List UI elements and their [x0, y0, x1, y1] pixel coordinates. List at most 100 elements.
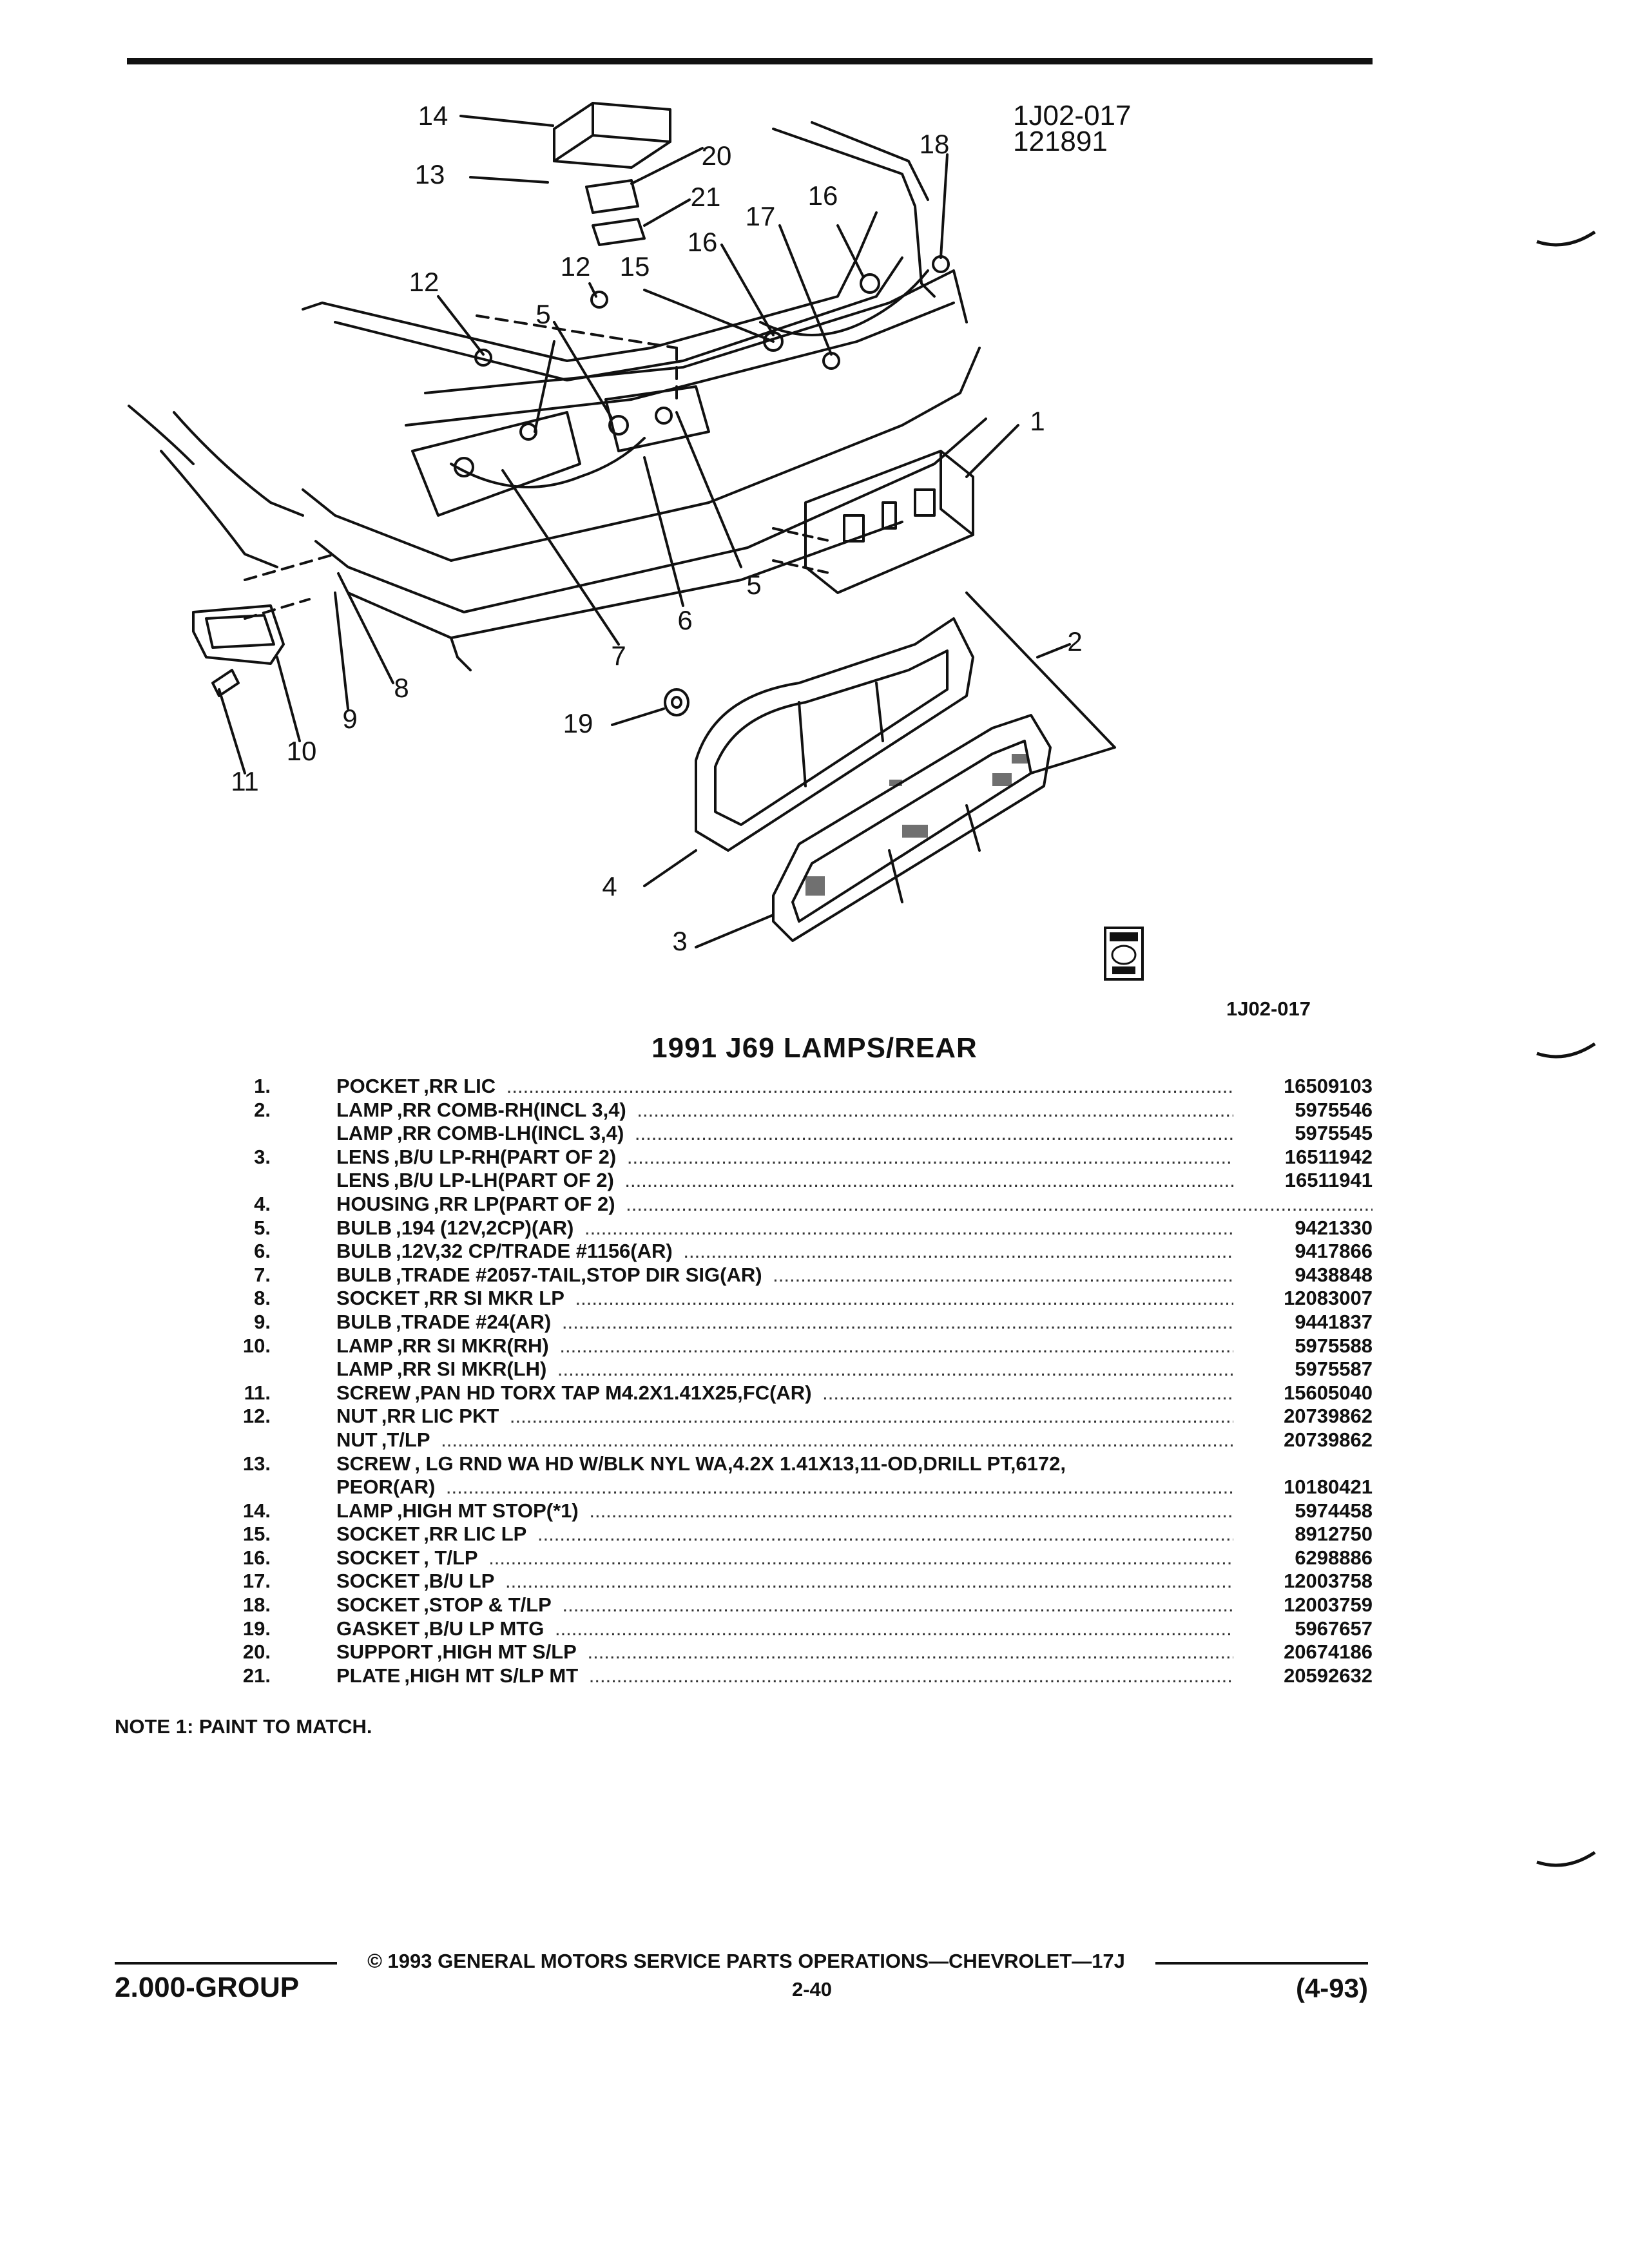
parts-row: 19.2.660GASKET,B/U LP MTG5967657 — [97, 1617, 1373, 1641]
part-name: SCREW — [336, 1452, 411, 1475]
part-number: 5967657 — [1233, 1617, 1373, 1640]
svg-text:11: 11 — [231, 766, 259, 796]
svg-text:17: 17 — [746, 201, 776, 231]
part-description: LAMP,RR COMB-LH(INCL 3,4) — [336, 1122, 1373, 1145]
part-name: NUT — [336, 1405, 378, 1428]
part-name: LAMP — [336, 1098, 393, 1121]
footer-copyright: © 1993 GENERAL MOTORS SERVICE PARTS OPER… — [367, 1950, 1125, 1972]
item-number: 1. — [254, 1075, 271, 1097]
parts-list: 1.7.800POCKET,RR LIC165091032.2.679LAMP,… — [97, 1075, 1373, 1687]
part-number: 16509103 — [1233, 1075, 1373, 1098]
item-number: 4. — [254, 1192, 271, 1215]
part-detail: ,T/LP — [377, 1428, 436, 1451]
part-number: 16511942 — [1233, 1145, 1373, 1169]
parts-row: PEOR(AR) 10180421 — [97, 1475, 1373, 1499]
part-detail: ,TRADE #2057-TAIL,STOP DIR SIG(AR) — [392, 1263, 767, 1286]
parts-row: 21.2.662PLATE,HIGH MT S/LP MT20592632 — [97, 1664, 1373, 1688]
part-number: 5974458 — [1233, 1499, 1373, 1523]
part-description: LAMP,RR COMB-RH(INCL 3,4) — [336, 1098, 1373, 1122]
part-detail: ,12V,32 CP/TRADE #1156(AR) — [392, 1240, 678, 1263]
part-number: 16511941 — [1233, 1169, 1373, 1193]
svg-text:19: 19 — [563, 708, 593, 738]
part-description: SUPPORT,HIGH MT S/LP — [336, 1640, 1373, 1664]
figure-date-code: 121891 — [1013, 126, 1108, 157]
top-rule — [127, 58, 1373, 64]
parts-row: 2.575LAMP,RR SI MKR(LH)5975587 — [97, 1358, 1373, 1381]
parts-row: 10.2.575LAMP,RR SI MKR(RH)5975588 — [97, 1334, 1373, 1358]
part-description: PEOR(AR) — [336, 1475, 1373, 1499]
part-name: SOCKET — [336, 1570, 420, 1593]
svg-text:18: 18 — [920, 129, 950, 159]
part-detail: ,PAN HD TORX TAP M4.2X1.41X25,FC(AR) — [410, 1381, 817, 1404]
part-detail: ,RR COMB-RH(INCL 3,4) — [392, 1098, 631, 1121]
part-name: POCKET — [336, 1075, 420, 1097]
item-number: 3. — [254, 1145, 271, 1168]
item-number: 20. — [242, 1640, 271, 1664]
part-description: LAMP,RR SI MKR(RH) — [336, 1334, 1373, 1358]
svg-text:13: 13 — [415, 159, 445, 189]
part-name: BULB — [336, 1240, 392, 1263]
part-number: 20739862 — [1233, 1428, 1373, 1452]
parts-row: 3.2.682LENS,B/U LP-RH(PART OF 2)16511942 — [97, 1145, 1373, 1169]
part-number: 12083007 — [1233, 1287, 1373, 1311]
item-number: 6. — [254, 1240, 271, 1263]
parts-row: 17.2.697SOCKET,B/U LP12003758 — [97, 1570, 1373, 1593]
part-number: 9441837 — [1233, 1310, 1373, 1334]
part-description: BULB,TRADE #2057-TAIL,STOP DIR SIG(AR) — [336, 1263, 1373, 1287]
item-number: 17. — [242, 1570, 271, 1593]
part-number: 5975546 — [1233, 1098, 1373, 1122]
svg-text:15: 15 — [620, 251, 650, 282]
part-number: 20592632 — [1233, 1664, 1373, 1687]
svg-text:4: 4 — [602, 871, 617, 901]
part-detail: ,RR LP(PART OF 2) — [429, 1192, 621, 1215]
part-detail: ,STOP & T/LP — [419, 1593, 557, 1617]
part-description: HOUSING,RR LP(PART OF 2) — [336, 1192, 1373, 1216]
item-number: 10. — [242, 1334, 271, 1357]
part-number: 10180421 — [1233, 1475, 1373, 1499]
parts-row: 18.2.694SOCKET,STOP & T/LP12003759 — [97, 1593, 1373, 1617]
part-detail: ,194 (12V,2CP)(AR) — [392, 1216, 579, 1239]
svg-text:21: 21 — [691, 182, 721, 212]
footer-date: (4-93) — [1295, 1973, 1368, 2003]
part-description: BULB,12V,32 CP/TRADE #1156(AR) — [336, 1240, 1373, 1263]
part-description: LAMP,HIGH MT STOP(*1) — [336, 1499, 1373, 1523]
item-number: 19. — [242, 1617, 271, 1640]
part-number: 20674186 — [1233, 1640, 1373, 1664]
item-number: 21. — [242, 1664, 271, 1687]
part-name: BULB — [336, 1263, 392, 1286]
parts-row: 8.2.575SOCKET,RR SI MKR LP12083007 — [97, 1287, 1373, 1311]
part-detail: , T/LP — [419, 1546, 483, 1569]
parts-row: 5.8.991BULB,194 (12V,2CP)(AR)9421330 — [97, 1216, 1373, 1240]
parts-row: 7.8.991BULB,TRADE #2057-TAIL,STOP DIR SI… — [97, 1263, 1373, 1287]
item-number: 16. — [242, 1546, 271, 1569]
svg-text:7: 7 — [611, 640, 626, 671]
part-name: SCREW — [336, 1381, 411, 1404]
part-description: LAMP,RR SI MKR(LH) — [336, 1358, 1373, 1381]
part-name: HOUSING — [336, 1192, 430, 1215]
part-number: 9438848 — [1233, 1263, 1373, 1287]
part-description: BULB,194 (12V,2CP)(AR) — [336, 1216, 1373, 1240]
svg-text:16: 16 — [808, 180, 838, 211]
part-name: SOCKET — [336, 1546, 420, 1569]
part-detail: ,HIGH MT S/LP — [432, 1640, 582, 1664]
part-name: SUPPORT — [336, 1640, 433, 1664]
figure-id: 1J02-017 — [1013, 100, 1132, 131]
svg-text:6: 6 — [677, 605, 692, 635]
part-name: BULB — [336, 1216, 392, 1239]
item-number: 2. — [254, 1098, 271, 1121]
footer-page-number: 2-40 — [791, 1978, 833, 2001]
part-detail: ,RR COMB-LH(INCL 3,4) — [392, 1122, 630, 1145]
part-detail: ,B/U LP-LH(PART OF 2) — [389, 1169, 619, 1192]
part-detail: ,TRADE #24(AR) — [392, 1310, 557, 1333]
parts-row: 11.8.977SCREW,PAN HD TORX TAP M4.2X1.41X… — [97, 1381, 1373, 1405]
item-number: 8. — [254, 1287, 271, 1310]
part-detail: ,B/U LP — [419, 1570, 500, 1593]
part-detail: PEOR(AR) — [336, 1475, 441, 1499]
footer-rule-left — [115, 1962, 337, 1965]
note: NOTE 1: PAINT TO MATCH. — [115, 1715, 372, 1738]
part-name: LAMP — [336, 1334, 393, 1357]
part-description: LENS,B/U LP-RH(PART OF 2) — [336, 1145, 1373, 1169]
part-number: 12003758 — [1233, 1570, 1373, 1593]
parts-row: 14.2.679LAMP,HIGH MT STOP(*1)5974458 — [97, 1499, 1373, 1523]
parts-row: 6.8.991BULB,12V,32 CP/TRADE #1156(AR)941… — [97, 1240, 1373, 1264]
